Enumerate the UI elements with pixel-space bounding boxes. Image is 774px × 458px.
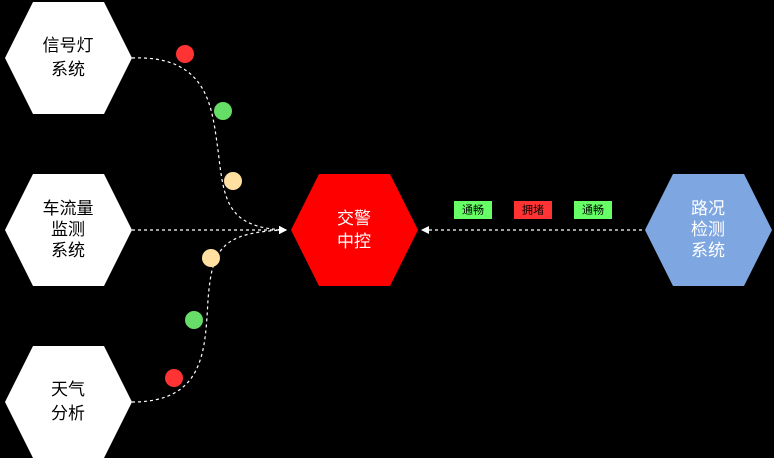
status-dot-green (214, 102, 232, 120)
status-dot-red (176, 45, 194, 63)
edge-weather-to-center (131, 226, 287, 403)
node-traffic-flow-label-3: 系统 (51, 241, 85, 261)
status-tag-text: 通畅 (582, 203, 604, 217)
node-signal-label-2: 系统 (51, 60, 85, 80)
status-tag-bg (514, 201, 552, 219)
node-traffic-flow-system[interactable]: 车流量 监测 系统 (5, 174, 132, 286)
node-weather-shape (5, 346, 132, 458)
status-tag-text: 通畅 (462, 203, 484, 217)
node-weather-analysis[interactable]: 天气 分析 (5, 346, 132, 458)
status-tag-text: 拥堵 (522, 203, 544, 217)
node-traffic-flow-shape (5, 174, 132, 286)
status-dot-green (185, 311, 203, 329)
node-road-label-1: 路况 (691, 199, 725, 219)
status-tag: 通畅 (574, 201, 612, 219)
node-center-label-1: 交警 (337, 209, 371, 229)
node-road-detection[interactable]: 路况 检测 系统 (645, 174, 772, 286)
node-traffic-flow-label-1: 车流量 (43, 199, 94, 219)
node-weather-label-1: 天气 (51, 380, 85, 400)
status-tag: 通畅 (454, 201, 492, 219)
node-signal-label-1: 信号灯 (43, 36, 94, 56)
status-dot-red (165, 369, 183, 387)
node-police-center[interactable]: 交警 中控 (291, 174, 418, 286)
node-weather-label-2: 分析 (51, 404, 85, 424)
node-road-label-3: 系统 (691, 241, 725, 261)
node-signal-shape (5, 2, 132, 114)
node-road-shape (645, 174, 772, 286)
node-traffic-flow-label-2: 监测 (51, 220, 85, 240)
node-center-label-2: 中控 (337, 232, 371, 252)
node-road-label-2: 检测 (691, 220, 725, 240)
edge-signal-to-center (131, 57, 287, 234)
node-center-shape (291, 174, 418, 286)
status-dot-yellow (202, 249, 220, 267)
status-tag-bg (454, 201, 492, 219)
status-tag-bg (574, 201, 612, 219)
node-signal-system[interactable]: 信号灯 系统 (5, 2, 132, 114)
status-tag: 拥堵 (514, 201, 552, 219)
status-dot-yellow (224, 172, 242, 190)
